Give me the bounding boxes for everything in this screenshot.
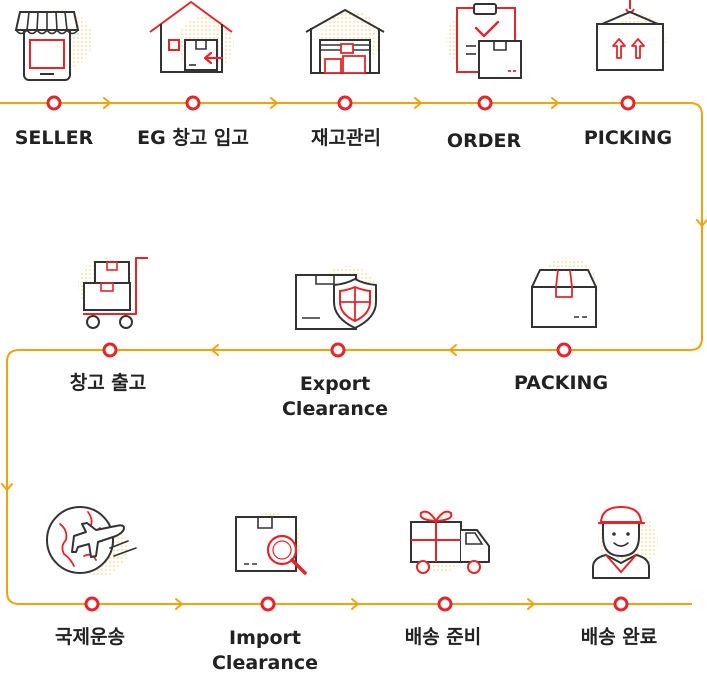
- courier-person-icon: [592, 505, 658, 579]
- flow-arrow: [1, 483, 13, 491]
- flow-node: [185, 95, 201, 111]
- step-label-done: 배송 완료: [580, 626, 658, 648]
- flow-node: [84, 596, 100, 612]
- step-label-packing: PACKING: [513, 372, 609, 394]
- warehouse-inbound-icon: [149, 1, 234, 73]
- flow-node: [437, 596, 453, 612]
- hanging-box-icon: [596, 0, 666, 71]
- flow-node: [330, 342, 346, 358]
- warehouse-garage-icon: [305, 9, 385, 74]
- step-label-inventory: 재고관리: [311, 127, 381, 149]
- flow-arrow: [211, 344, 219, 356]
- sealed-box-icon: [531, 258, 598, 328]
- step-label-picking: PICKING: [583, 127, 673, 149]
- flow-arrow: [103, 97, 111, 109]
- hand-truck-icon: [78, 257, 148, 329]
- flow-node: [337, 95, 353, 111]
- flow-arrow: [527, 598, 535, 610]
- flow-arrow: [351, 598, 359, 610]
- flow-node: [556, 342, 572, 358]
- flow-node: [260, 596, 276, 612]
- step-label-prep: 배송 준비: [404, 626, 482, 648]
- step-label-seller: SELLER: [14, 127, 94, 149]
- box-magnifier-icon: [235, 512, 307, 575]
- flow-node: [613, 596, 629, 612]
- flow-arrow: [449, 344, 457, 356]
- gift-truck-icon: [410, 510, 490, 574]
- box-shield-icon: [295, 266, 378, 330]
- flow-node: [477, 95, 493, 111]
- flow-node: [102, 342, 118, 358]
- flow-arrow: [414, 97, 422, 109]
- clipboard-box-icon: [446, 3, 522, 79]
- flow-arrow: [696, 219, 707, 227]
- flow-arrow: [175, 598, 183, 610]
- flow-arrow: [551, 97, 559, 109]
- storefront-tablet-icon: [14, 10, 92, 81]
- flow-arrow: [270, 97, 278, 109]
- flow-line: [0, 102, 703, 605]
- flow-node: [620, 95, 636, 111]
- step-label-eg-inbound: EG 창고 입고: [137, 127, 249, 149]
- step-label-order: ORDER: [446, 130, 522, 152]
- step-label-export: Export Clearance: [281, 373, 389, 420]
- globe-airplane-icon: [46, 506, 137, 576]
- step-label-import: Import Clearance: [211, 627, 319, 674]
- step-label-outbound: 창고 출고: [69, 372, 147, 394]
- step-label-shipping: 국제운송: [55, 626, 125, 648]
- flow-node: [46, 95, 62, 111]
